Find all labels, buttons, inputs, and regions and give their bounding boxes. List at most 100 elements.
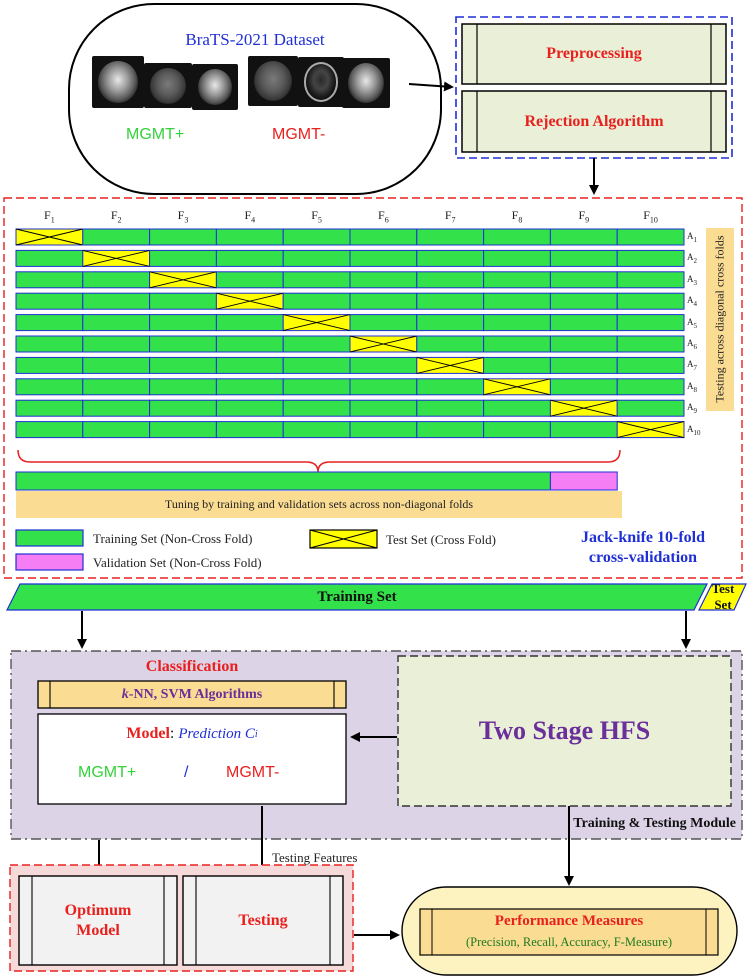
hfs-label: Two Stage HFS [478, 716, 651, 745]
training-fold-cell [549, 378, 618, 396]
tuning-text: Tuning by training and validation sets a… [164, 497, 474, 511]
training-fold-cell [282, 249, 351, 267]
training-fold-cell [149, 228, 217, 246]
training-fold-cell [483, 356, 551, 374]
legend-validation-swatch [15, 553, 84, 571]
test-fold-cross [149, 271, 217, 289]
training-fold-cell [616, 335, 685, 353]
test-fold-cross [283, 314, 351, 332]
side-label-text: Testing across diagonal cross folds [712, 235, 727, 403]
mri-scan-4 [248, 56, 298, 106]
model-mgmt-negative: MGMT- [226, 764, 280, 781]
fold-header: F4 [244, 208, 256, 225]
fold-header: F1 [44, 208, 55, 225]
fold-header: F9 [578, 208, 590, 225]
training-fold-cell [416, 271, 485, 289]
performance-metrics: (Precision, Recall, Accuracy, F-Measure) [465, 934, 673, 949]
fold-header: F3 [177, 208, 189, 225]
test-fold-cross [483, 378, 551, 396]
training-fold-cell [82, 399, 151, 417]
training-fold-cell [616, 249, 685, 267]
training-fold-cell [282, 335, 351, 353]
training-fold-cell [483, 314, 551, 332]
training-fold-cell [149, 314, 217, 332]
method-line-1: Jack-knife 10-fold [581, 529, 705, 546]
row-label: A8 [687, 380, 697, 394]
training-fold-cell [616, 271, 685, 289]
training-fold-cell [82, 421, 151, 439]
row-label: A3 [687, 273, 697, 287]
training-fold-cell [616, 292, 685, 310]
training-fold-cell [483, 335, 551, 353]
training-fold-cell [82, 271, 151, 289]
arrow-dataset-to-preprocessing [408, 81, 454, 92]
testing-features-label: Testing Features [272, 850, 358, 865]
classification-title: Classification [145, 658, 239, 675]
optimum-line-1: Optimum [64, 901, 132, 919]
legend-training-swatch [15, 529, 84, 547]
test-fold-cross [349, 335, 417, 353]
optimum-model-label: Optimum Model [32, 876, 164, 965]
mri-scan-5 [298, 57, 344, 107]
training-fold-cell [416, 249, 485, 267]
brace [17, 449, 621, 473]
prediction-label: Prediction C [178, 725, 255, 742]
training-fold-cell [15, 399, 84, 417]
training-fold-cell [416, 335, 485, 353]
test-fold-cross [82, 249, 150, 267]
side-label-band: Testing across diagonal cross folds [706, 228, 734, 411]
tuning-training-segment [15, 471, 551, 491]
training-fold-cell [416, 421, 485, 439]
training-fold-cell [416, 292, 485, 310]
mri-scan-2 [144, 63, 192, 108]
training-fold-cell [282, 292, 351, 310]
training-fold-cell [215, 335, 284, 353]
test-fold-cross [617, 421, 685, 439]
module-label: Training & Testing Module [573, 816, 736, 831]
training-fold-cell [282, 228, 351, 246]
method-label: Jack-knife 10-fold cross-validation [558, 528, 728, 568]
training-fold-cell [15, 421, 84, 439]
test-fold-cross [416, 356, 484, 374]
tuning-bar [15, 471, 618, 491]
training-fold-cell [616, 356, 685, 374]
fold-header: F5 [311, 208, 322, 225]
method-line-2: cross-validation [588, 549, 698, 566]
training-fold-cell [416, 399, 485, 417]
training-fold-cell [215, 356, 284, 374]
training-fold-cell [215, 378, 284, 396]
legend-validation-label: Validation Set (Non-Cross Fold) [93, 555, 262, 570]
dataset-title: BraTS-2021 Dataset [185, 30, 325, 49]
hfs-box [397, 655, 732, 807]
optimum-model-box [18, 875, 178, 966]
training-fold-cell [483, 421, 551, 439]
performance-title: Performance Measures [494, 912, 644, 929]
training-fold-cell [616, 314, 685, 332]
training-fold-cell [215, 249, 284, 267]
training-fold-cell [616, 378, 685, 396]
training-fold-cell [82, 335, 151, 353]
training-fold-cell [549, 249, 618, 267]
test-fold-cross [15, 228, 83, 246]
training-fold-cell [483, 292, 551, 310]
model-mgmt-positive: MGMT+ [78, 764, 137, 781]
training-fold-cell [416, 378, 485, 396]
training-fold-cell [282, 421, 351, 439]
optimum-line-2: Model [76, 921, 120, 939]
training-fold-cell [349, 378, 418, 396]
training-fold-cell [616, 228, 685, 246]
training-fold-cell [349, 249, 418, 267]
training-fold-cell [15, 249, 84, 267]
algorithms-k: k [121, 686, 129, 702]
training-fold-cell [149, 399, 217, 417]
legend-test-label: Test Set (Cross Fold) [386, 532, 496, 547]
row-label: A6 [687, 338, 697, 351]
mri-scan-6 [342, 58, 390, 108]
test-fold-cross [216, 292, 284, 310]
legend-training-label: Training Set (Non-Cross Fold) [93, 531, 253, 546]
testing-label: Testing [238, 911, 288, 929]
training-fold-cell [349, 271, 418, 289]
training-fold-cell [149, 421, 217, 439]
